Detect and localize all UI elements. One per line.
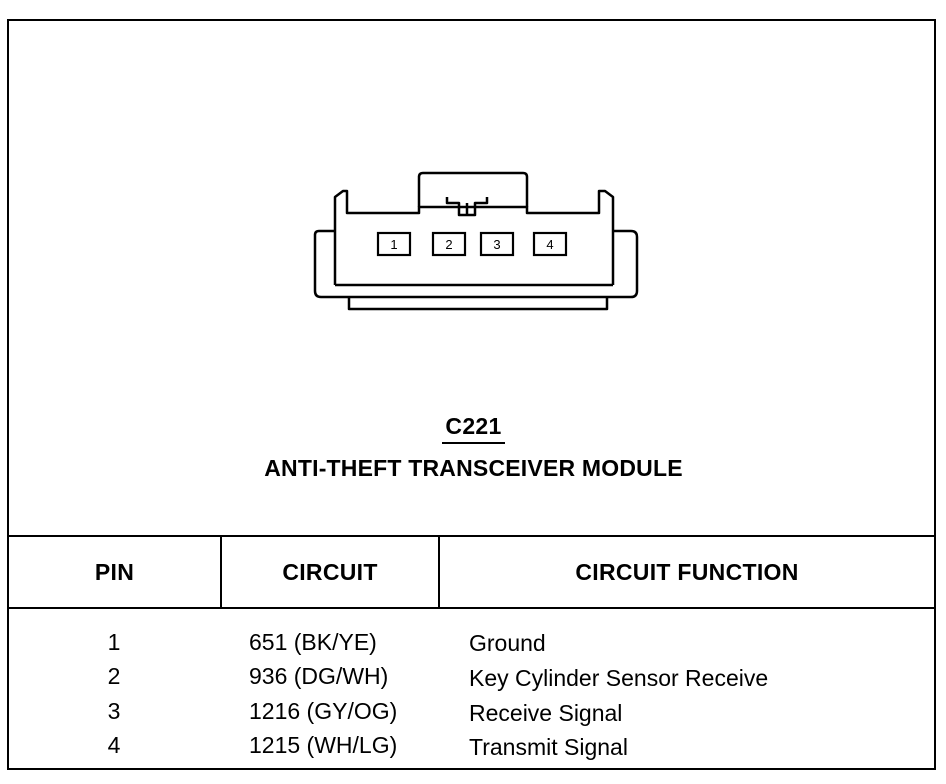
- table-row-function: Receive Signal: [469, 700, 623, 726]
- table-row-function: Ground: [469, 630, 546, 656]
- pin-cavity-1: [376, 231, 412, 257]
- connector-id-title: C221: [9, 413, 938, 444]
- connector-name-title: ANTI-THEFT TRANSCEIVER MODULE: [264, 455, 683, 481]
- pin-label-3: 3: [493, 237, 500, 252]
- pin-label-2: 2: [445, 237, 452, 252]
- header-circuit-function: CIRCUIT FUNCTION: [575, 559, 799, 585]
- pin-cavity-2: [431, 231, 467, 257]
- table-row-circuit: 1215 (WH/LG): [249, 732, 398, 758]
- table-row-circuit: 936 (DG/WH): [249, 663, 389, 689]
- pin-cavity-4: [532, 231, 568, 257]
- table-row-circuit: 651 (BK/YE): [249, 629, 377, 655]
- connector-face-drawing: 1 2 3 4: [313, 171, 639, 311]
- pin-label-4: 4: [546, 237, 553, 252]
- table-top-rule: [9, 535, 934, 537]
- table-row-pin: 4: [107, 732, 121, 758]
- header-circuit: CIRCUIT: [282, 559, 378, 585]
- table-row-pin: 3: [107, 698, 121, 724]
- table-row-function: Transmit Signal: [469, 734, 628, 760]
- diagram-frame: 1 2 3 4 C221 ANTI-THEFT TRANSCEIVER MODU…: [7, 19, 936, 770]
- pin-cavity-3: [479, 231, 515, 257]
- pin-label-1: 1: [390, 237, 397, 252]
- connector-id-text: C221: [442, 414, 505, 444]
- table-row-function: Key Cylinder Sensor Receive: [469, 665, 769, 691]
- table-row-pin: 2: [107, 663, 121, 689]
- table-header-rule: [9, 607, 934, 609]
- column-divider-circuit: [438, 537, 440, 607]
- header-pin: PIN: [94, 559, 135, 585]
- table-row-pin: 1: [107, 629, 121, 655]
- column-divider-pin: [220, 537, 222, 607]
- table-row-circuit: 1216 (GY/OG): [249, 698, 398, 724]
